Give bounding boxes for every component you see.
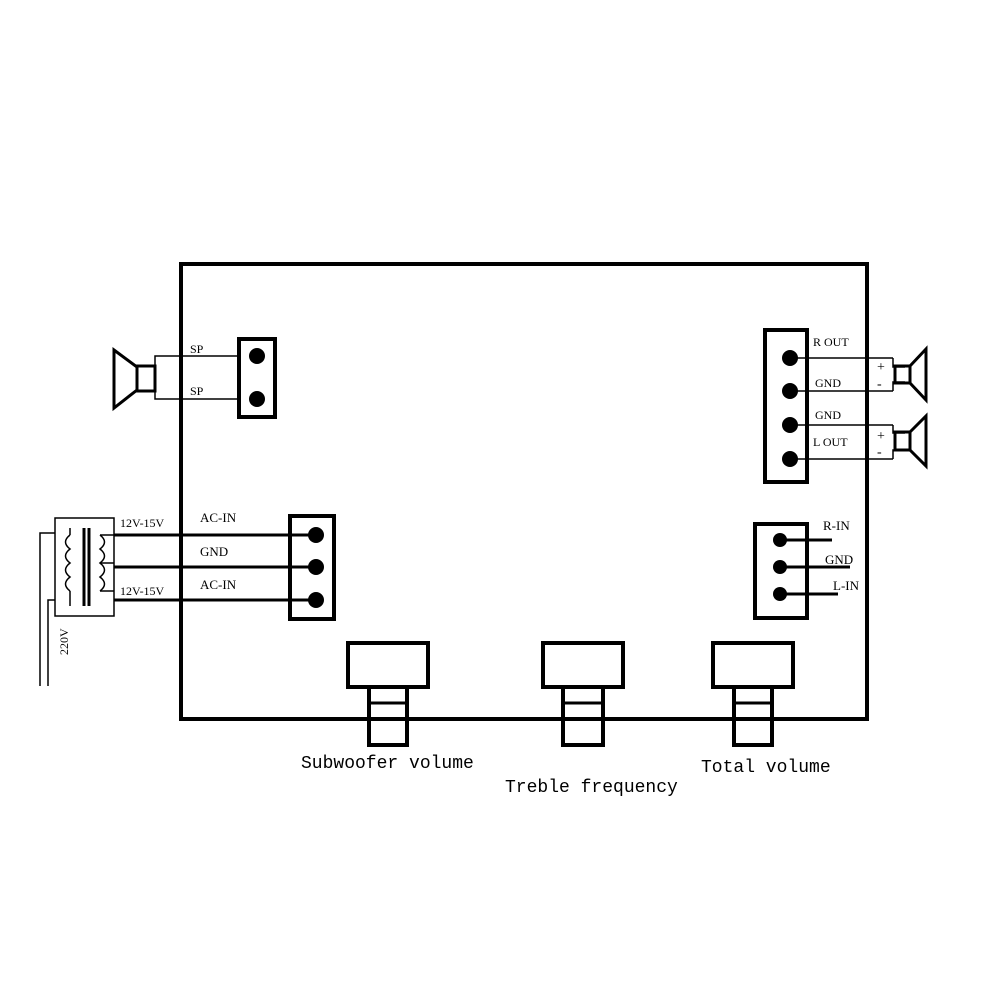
total-volume-knob[interactable] — [711, 641, 795, 747]
l-in-label: L-IN — [833, 578, 860, 593]
left-speaker-pin-label-1: SP — [190, 342, 204, 356]
amplifier-board-outline — [179, 262, 869, 721]
right-speaker-l-icon — [892, 412, 928, 470]
transformer-icon — [39, 517, 115, 686]
gnd-label-2: GND — [815, 408, 841, 422]
treble-frequency-knob[interactable] — [541, 641, 625, 747]
signal-gnd-label: GND — [825, 552, 853, 567]
l-speaker-minus: - — [877, 445, 882, 460]
total-volume-label: Total volume — [701, 758, 831, 778]
left-speaker-group: SP SP — [112, 337, 277, 419]
ac-in-terminal-2 — [308, 592, 324, 608]
ac-input-terminal-block — [288, 514, 336, 621]
mains-voltage-label: 220V — [57, 628, 71, 655]
l-out-label: L OUT — [813, 435, 848, 449]
ac-in-terminal-1 — [308, 527, 324, 543]
left-speaker-icon — [112, 347, 239, 412]
signal-input-terminal-block — [753, 522, 809, 620]
l-speaker-plus: + — [877, 429, 885, 444]
ac-voltage-label-1: 12V-15V — [120, 516, 165, 530]
left-speaker-terminal-1 — [249, 348, 265, 364]
right-output-group: R OUT GND GND L OUT + - + - — [763, 328, 928, 484]
left-speaker-pin-label-2: SP — [190, 384, 204, 398]
left-speaker-terminal-block — [237, 337, 277, 419]
ac-gnd-label: GND — [200, 544, 228, 559]
treble-frequency-label: Treble frequency — [505, 778, 678, 798]
output-terminal-block — [763, 328, 809, 484]
ac-in-label-1: AC-IN — [200, 510, 237, 525]
r-speaker-plus: + — [877, 360, 885, 375]
ac-voltage-label-2: 12V-15V — [120, 584, 165, 598]
gnd-label-1: GND — [815, 376, 841, 390]
subwoofer-volume-knob[interactable] — [346, 641, 430, 747]
ac-input-group: 220V 12V-15V 12V-15V AC-IN GND AC-IN — [39, 510, 336, 686]
left-speaker-terminal-2 — [249, 391, 265, 407]
r-in-label: R-IN — [823, 518, 850, 533]
right-speaker-r-icon — [892, 345, 928, 404]
ac-in-label-2: AC-IN — [200, 577, 237, 592]
ac-gnd-terminal — [308, 559, 324, 575]
r-out-label: R OUT — [813, 335, 849, 349]
r-speaker-minus: - — [877, 377, 882, 392]
signal-input-group: R-IN GND L-IN — [753, 518, 860, 620]
subwoofer-volume-label: Subwoofer volume — [301, 754, 474, 774]
